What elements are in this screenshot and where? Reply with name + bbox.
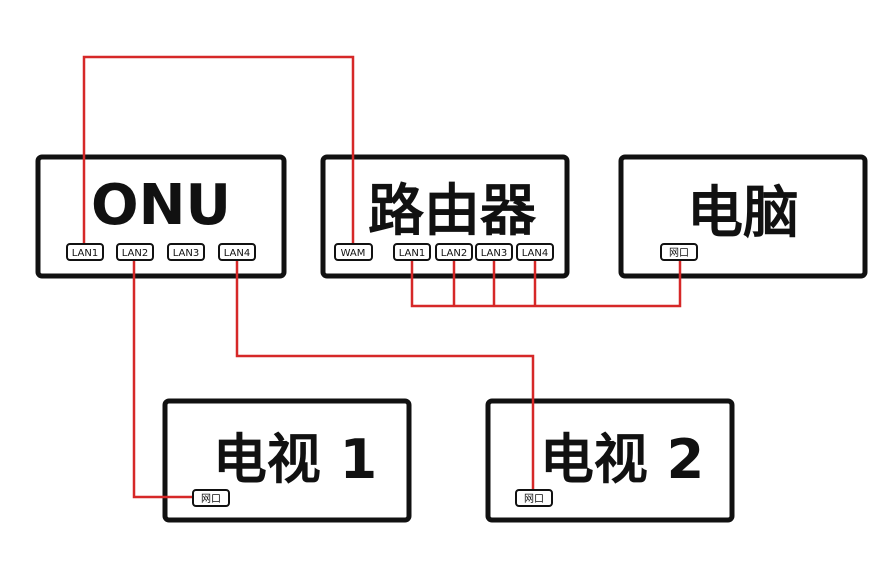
port-label: 网口 — [201, 493, 221, 505]
tv2-device: 电视 2 — [485, 398, 735, 523]
cable-onu-lan1-to-router-wan — [82, 55, 355, 244]
port-socket — [515, 489, 553, 507]
onu-port-lan4: LAN4 — [218, 243, 256, 261]
port-label: LAN4 — [522, 248, 548, 259]
onu-title: ONU — [91, 173, 231, 238]
router-port-lan1: LAN1 — [393, 243, 431, 261]
tv2-port-net: 网口 — [515, 489, 553, 507]
port-label: LAN1 — [72, 248, 98, 259]
port-socket — [393, 243, 431, 261]
tv1-title: 电视 1 — [213, 428, 377, 491]
pc-port-net: 网口 — [660, 243, 698, 261]
network-cables — [82, 55, 682, 499]
port-socket — [475, 243, 513, 261]
router-port-lan3: LAN3 — [475, 243, 513, 261]
onu-port-lan2: LAN2 — [116, 243, 154, 261]
port-socket — [116, 243, 154, 261]
router-title: 路由器 — [368, 179, 537, 244]
cable-onu-lan2-to-tv1 — [132, 260, 193, 499]
onu-port-lan1: LAN1 — [66, 243, 104, 261]
port-label: 网口 — [669, 247, 689, 259]
port-label: WAM — [341, 248, 366, 259]
port-label: LAN3 — [481, 248, 507, 259]
port-socket — [516, 243, 554, 261]
pc-device: 电脑 — [618, 154, 868, 279]
port-socket — [66, 243, 104, 261]
port-label: 网口 — [524, 493, 544, 505]
port-socket — [192, 489, 230, 507]
tv2-title: 电视 2 — [540, 428, 704, 491]
port-label: LAN2 — [122, 248, 148, 259]
port-socket — [435, 243, 473, 261]
router-port-lan4: LAN4 — [516, 243, 554, 261]
router-port-lan2: LAN2 — [435, 243, 473, 261]
cable-router-lans-to-pc — [410, 260, 682, 308]
port-socket — [660, 243, 698, 261]
router-port-wan: WAM — [334, 243, 373, 261]
port-label: LAN3 — [173, 248, 199, 259]
port-socket — [334, 243, 373, 261]
tv1-port-net: 网口 — [192, 489, 230, 507]
port-socket — [167, 243, 205, 261]
port-label: LAN4 — [224, 248, 250, 259]
port-label: LAN1 — [399, 248, 425, 259]
onu-port-lan3: LAN3 — [167, 243, 205, 261]
pc-title: 电脑 — [687, 181, 799, 246]
router-ports: WAM LAN1 LAN2 LAN3 LAN4 — [334, 243, 554, 261]
port-socket — [218, 243, 256, 261]
cable-onu-lan4-to-tv2 — [235, 260, 535, 490]
port-label: LAN2 — [441, 248, 467, 259]
onu-ports: LAN1 LAN2 LAN3 LAN4 — [66, 243, 256, 261]
